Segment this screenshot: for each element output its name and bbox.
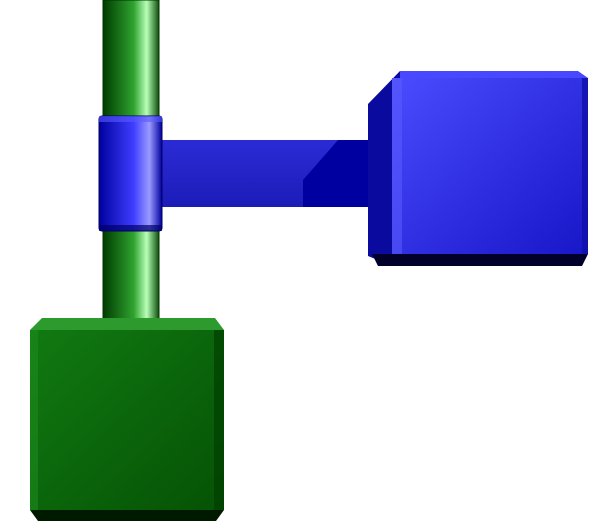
green-box-front: [30, 330, 224, 510]
blue-box-front: [392, 78, 588, 254]
green-box-left-edge: [30, 330, 38, 510]
blue-box-right-edge: [582, 78, 588, 254]
blue-collar-top-rim: [99, 116, 162, 122]
blue-collar: [98, 115, 163, 232]
blue-collar-bottom-rim: [99, 225, 162, 231]
green-box-right-edge: [214, 330, 224, 510]
blue-arm: [140, 140, 385, 207]
blue-arm-shadow-wedge: [303, 140, 385, 207]
green-box-bottom-shadow: [30, 510, 224, 521]
blue-collar-body: [98, 115, 163, 232]
blue-box-bottom-shadow: [372, 254, 588, 266]
blue-box-top: [400, 71, 588, 78]
blue-box: [368, 71, 588, 266]
blue-box-front-edge-highlight: [392, 78, 402, 254]
green-box: [30, 318, 224, 521]
green-box-top: [30, 318, 224, 330]
